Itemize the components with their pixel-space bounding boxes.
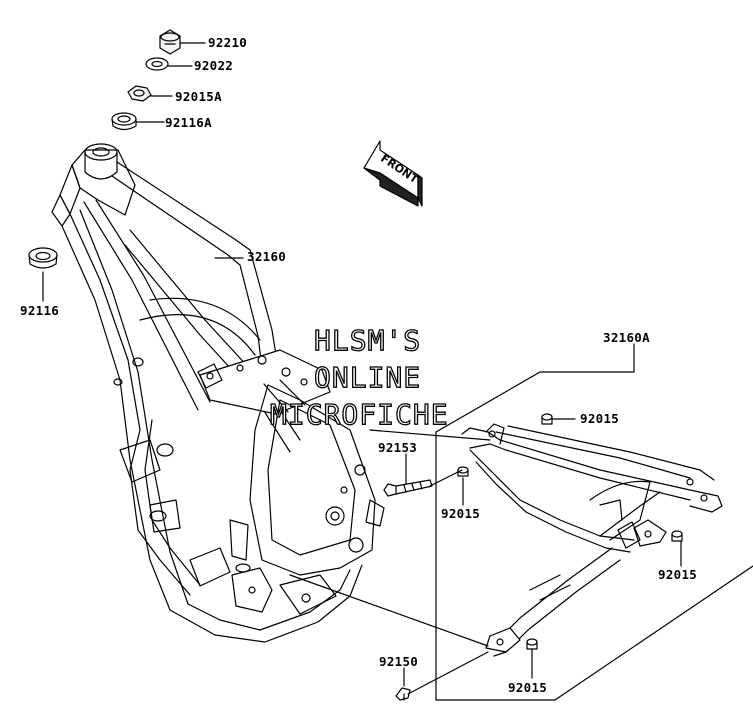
bolt-92153-icon (383, 479, 433, 497)
part-label-92116[interactable]: 92116 (20, 303, 60, 318)
front-arrow-icon (363, 140, 423, 207)
part-label-92015-mid[interactable]: 92015 (441, 506, 481, 521)
washer-92022-icon (145, 57, 169, 71)
rear-subframe-icon (461, 423, 723, 657)
watermark-line-3: MICROFICHE (269, 397, 449, 431)
part-label-92015-top[interactable]: 92015 (580, 411, 620, 426)
part-label-92015-bottom[interactable]: 92015 (508, 680, 548, 695)
part-label-92150[interactable]: 92150 (379, 654, 419, 669)
part-label-92210[interactable]: 92210 (208, 35, 248, 50)
bolt-92015-mid-icon (457, 466, 469, 477)
bolt-92015-right-icon (671, 530, 683, 542)
bearing-92116A-icon (111, 112, 137, 131)
bearing-92116-icon (28, 247, 58, 269)
part-label-32160[interactable]: 32160 (247, 249, 287, 264)
watermark-line-1: HLSM'S (313, 323, 422, 357)
part-label-92015-right[interactable]: 92015 (658, 567, 698, 582)
bolt-92015-top-icon (541, 413, 553, 425)
nut-92210-icon (159, 29, 181, 55)
part-label-92022[interactable]: 92022 (194, 58, 234, 73)
part-label-92153[interactable]: 92153 (378, 440, 418, 455)
part-label-92116A[interactable]: 92116A (165, 115, 212, 130)
main-frame-icon (51, 143, 385, 643)
part-label-32160A[interactable]: 32160A (603, 330, 650, 345)
bolt-92015-bottom-icon (526, 638, 538, 650)
nut-92015A-icon (127, 85, 152, 102)
watermark-line-2: ONLINE (313, 360, 422, 394)
part-label-92015A[interactable]: 92015A (175, 89, 222, 104)
